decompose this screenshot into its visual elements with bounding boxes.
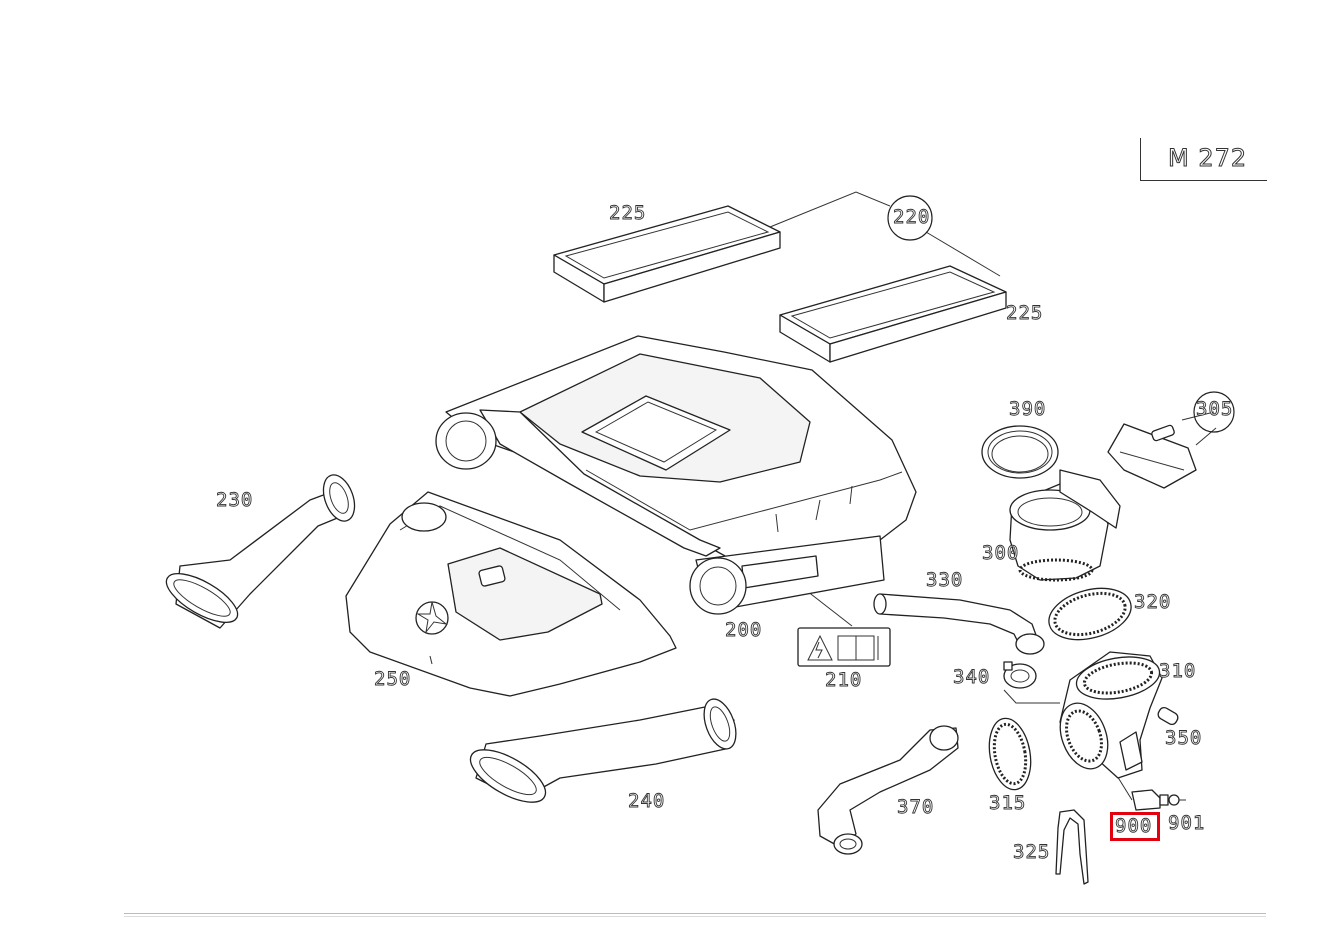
air-filter-element-225-lower bbox=[779, 265, 1007, 363]
sensor-900-and-901 bbox=[1131, 789, 1186, 811]
seal-ring-320 bbox=[1048, 587, 1132, 641]
hose-330 bbox=[873, 593, 1045, 655]
model-box-bottom-rule bbox=[1140, 180, 1267, 181]
engine-cover-250 bbox=[345, 491, 677, 697]
callout-300: 300 bbox=[982, 542, 1020, 564]
callout-230: 230 bbox=[216, 489, 254, 511]
air-mass-housing-300 bbox=[1009, 469, 1121, 582]
model-box-left-rule bbox=[1140, 138, 1141, 180]
kit-circle-220 bbox=[887, 195, 933, 241]
bracket-and-screw-305 bbox=[1107, 391, 1235, 489]
callout-305: 305 bbox=[1196, 398, 1234, 420]
callout-220: 220 bbox=[893, 206, 931, 228]
callout-340: 340 bbox=[953, 666, 991, 688]
engine-model-label: M 272 bbox=[1167, 144, 1248, 173]
callout-330: 330 bbox=[926, 569, 964, 591]
callout-210: 210 bbox=[825, 669, 863, 691]
sealing-ring-315 bbox=[988, 717, 1032, 791]
warning-label-210 bbox=[797, 627, 891, 667]
callout-315: 315 bbox=[989, 792, 1027, 814]
callout-225-upper: 225 bbox=[609, 202, 647, 224]
callout-240: 240 bbox=[628, 790, 666, 812]
callout-200: 200 bbox=[725, 619, 763, 641]
callout-225-lower: 225 bbox=[1006, 302, 1044, 324]
callout-901: 901 bbox=[1168, 812, 1206, 834]
callout-900[interactable]: 900 bbox=[1115, 815, 1153, 837]
callout-350: 350 bbox=[1165, 727, 1203, 749]
hose-370 bbox=[817, 725, 959, 855]
seal-325 bbox=[1055, 809, 1089, 885]
intake-elbow-310 bbox=[1059, 651, 1163, 779]
air-duct-230 bbox=[165, 474, 356, 629]
callout-250: 250 bbox=[374, 668, 412, 690]
callout-320: 320 bbox=[1134, 591, 1172, 613]
plug-350 bbox=[1157, 706, 1179, 726]
seal-ring-390 bbox=[981, 425, 1059, 479]
hose-clamp-340 bbox=[1003, 661, 1037, 689]
air-duct-240 bbox=[469, 698, 737, 803]
callout-310: 310 bbox=[1159, 660, 1197, 682]
footer-rule bbox=[124, 913, 1266, 917]
highlight-box-900 bbox=[1110, 812, 1160, 841]
callout-370: 370 bbox=[897, 796, 935, 818]
callout-390: 390 bbox=[1009, 398, 1047, 420]
callout-325: 325 bbox=[1013, 841, 1051, 863]
air-filter-element-225-upper bbox=[553, 205, 781, 303]
air-filter-housing-200 bbox=[435, 335, 917, 615]
